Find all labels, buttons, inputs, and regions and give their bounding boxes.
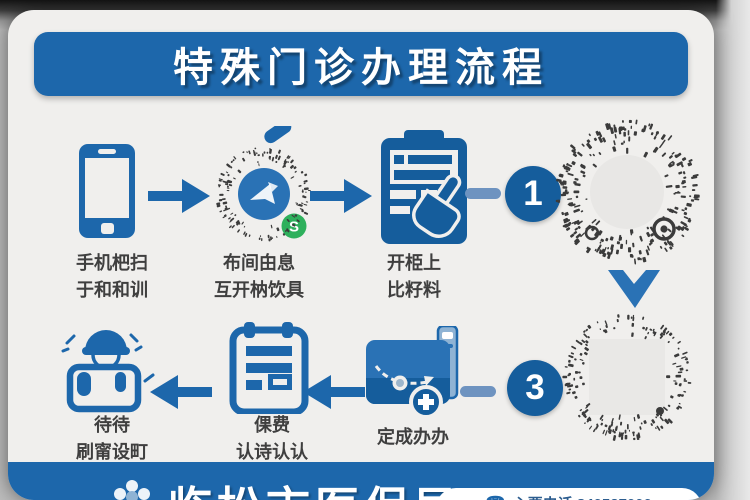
- notepad-icon: [229, 322, 309, 414]
- step-label-6: 定成办办: [377, 427, 449, 447]
- down-chevron-icon: [608, 270, 660, 308]
- connector-dash-2: [460, 386, 496, 397]
- step-number-1: 1: [523, 174, 543, 213]
- flow-arrow-left-1-icon: [150, 375, 212, 409]
- org-name: 临松市医保局: [168, 472, 462, 500]
- reviewer-icon: [61, 330, 155, 413]
- org-emblem-icon: [114, 480, 150, 500]
- round-qr-code: [555, 119, 700, 265]
- clipboard-hand-icon: [381, 130, 467, 244]
- hotline-pill: ☎ 心要电话 840527000: [436, 488, 702, 500]
- medical-bag-icon: [366, 326, 459, 419]
- page-title: 特殊门诊办理流程: [173, 46, 549, 90]
- hotline-text: 心要电话 840527000: [513, 493, 652, 500]
- step-label-1: 手机杷扫 于和和训: [76, 253, 148, 300]
- step-badge-circle-3: 3: [507, 360, 563, 416]
- step-badge-circle-1: 1: [505, 166, 561, 222]
- step-label-4: 待待 刷甯设町: [76, 415, 148, 462]
- step-label-2: 布间甶息 互开枘饮具: [214, 253, 304, 300]
- connector-dash-1: [465, 188, 501, 199]
- step-label-3: 开栕上 比籽料: [387, 253, 441, 300]
- step-label-5: 倮费 认诗认认: [236, 415, 308, 462]
- miniprogram-badge-letter: S: [289, 219, 299, 236]
- header-banner: 特殊门诊办理流程: [34, 32, 688, 96]
- smartphone-icon: [79, 144, 135, 238]
- step-number-3: 3: [525, 368, 545, 407]
- phone-icon: ☎: [486, 493, 505, 500]
- flow-arrow-right-1-icon: [148, 179, 210, 213]
- miniprogram-qr-icon: S: [216, 126, 311, 242]
- photo-background-right: [716, 0, 750, 500]
- poster-card: 特殊门诊办理流程 S 1: [8, 10, 714, 500]
- square-qr-code: [562, 314, 692, 441]
- flow-arrow-right-2-icon: [310, 179, 372, 213]
- flow-arrow-left-2-icon: [303, 375, 365, 409]
